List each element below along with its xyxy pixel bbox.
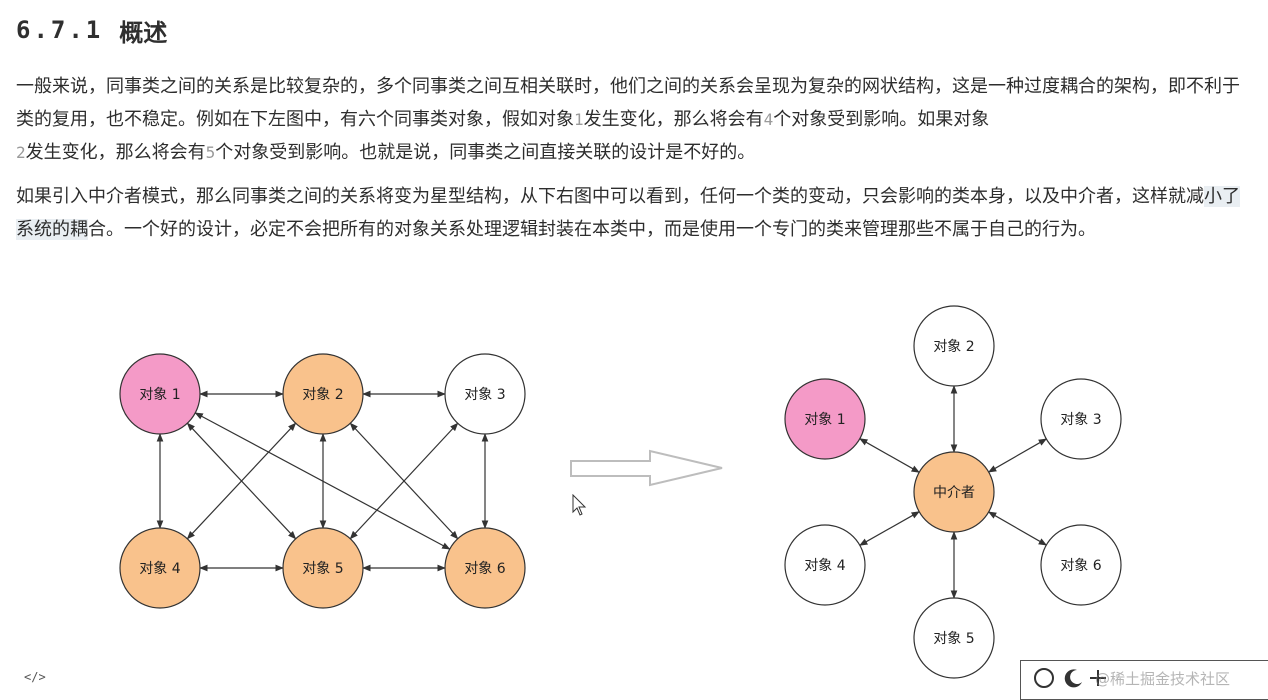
para1-text-a: 一般来说，同事类之间的关系是比较复杂的，多个同事类之间互相关联时，他们之间的关系…: [16, 76, 1240, 130]
right-edge-4: [859, 511, 920, 546]
left-node-1: [119, 353, 201, 435]
right-node-label-4: 对象 4: [804, 558, 845, 574]
mouse-cursor-icon: [572, 494, 587, 516]
para1-num-1: 1: [574, 110, 584, 129]
right-node-label-3: 对象 3: [1060, 412, 1101, 428]
right-diagram-edges: [859, 385, 1048, 599]
right-node-label-6: 对象 6: [1060, 558, 1101, 574]
paragraph-2: 如果引入中介者模式，那么同事类之间的关系将变为星型结构，从下右图中可以看到，任何…: [16, 180, 1246, 246]
left-node-3: [444, 353, 526, 435]
circle-icon[interactable]: [1033, 667, 1055, 689]
right-node-6: [1040, 524, 1122, 606]
left-node-label-1: 对象 1: [139, 387, 180, 403]
para2-text-b: 合。一个好的设计，必定不会把所有的对象关系处理逻辑封装在本类中，而是使用一个专门…: [88, 219, 1096, 240]
right-node-2: [913, 305, 995, 387]
left-diagram-edges: [156, 390, 489, 572]
left-node-label-4: 对象 4: [139, 561, 180, 577]
left-edge-1-6: [194, 412, 451, 550]
left-node-6: [444, 527, 526, 609]
player-control-bar: [1020, 660, 1268, 700]
plus-icon[interactable]: [1087, 667, 1109, 689]
left-diagram-nodes: 对象 1 对象 2 对象 3 对象 4 对象 5 对象 6: [119, 353, 526, 609]
para2-text-a: 如果引入中介者模式，那么同事类之间的关系将变为星型结构，从下右图中可以看到，任何…: [16, 186, 1204, 207]
left-node-4: [119, 527, 201, 609]
right-node-label-2: 对象 2: [933, 339, 974, 355]
right-node-1: [784, 378, 866, 460]
right-center-node-0: [913, 451, 995, 533]
right-center-node-label-0: 中介者: [933, 485, 975, 501]
left-node-label-2: 对象 2: [302, 387, 343, 403]
left-node-5: [282, 527, 364, 609]
left-node-label-5: 对象 5: [302, 561, 343, 577]
moon-icon[interactable]: [1063, 667, 1085, 689]
para1-num-2: 4: [763, 110, 774, 129]
watermark: @稀土掘金技术社区: [1095, 670, 1231, 688]
para1-text-c: 个对象受到影响。如果对象: [773, 109, 990, 130]
section-number: 6.7.1: [16, 16, 104, 44]
left-node-label-6: 对象 6: [464, 561, 505, 577]
right-node-label-5: 对象 5: [933, 631, 974, 647]
para1-text-e: 个对象受到影响。也就是说，同事类之间直接关联的设计是不好的。: [215, 142, 756, 163]
right-diagram-nodes: 中介者 对象 1 对象 2 对象 3 对象 4 对象 5 对象 6: [784, 305, 1122, 679]
left-node-2: [282, 353, 364, 435]
right-edge-1: [859, 438, 920, 473]
transform-arrow-icon: [570, 449, 723, 487]
right-edge-3: [987, 438, 1048, 473]
para1-text-d: 发生变化，那么将会有: [25, 142, 206, 163]
paragraph-1: 一般来说，同事类之间的关系是比较复杂的，多个同事类之间互相关联时，他们之间的关系…: [16, 70, 1246, 169]
para1-num-4: 5: [205, 143, 216, 162]
code-icon[interactable]: </>: [24, 670, 46, 684]
right-node-4: [784, 524, 866, 606]
right-node-3: [1040, 378, 1122, 460]
para1-text-b: 发生变化，那么将会有: [583, 109, 764, 130]
section-title: 概述: [119, 18, 168, 47]
right-edge-6: [987, 511, 1048, 546]
left-node-label-3: 对象 3: [464, 387, 505, 403]
section-heading: 6.7.1 概述: [16, 10, 167, 50]
right-node-5: [913, 597, 995, 679]
para1-num-3: 2: [16, 143, 26, 162]
right-node-label-1: 对象 1: [804, 412, 845, 428]
